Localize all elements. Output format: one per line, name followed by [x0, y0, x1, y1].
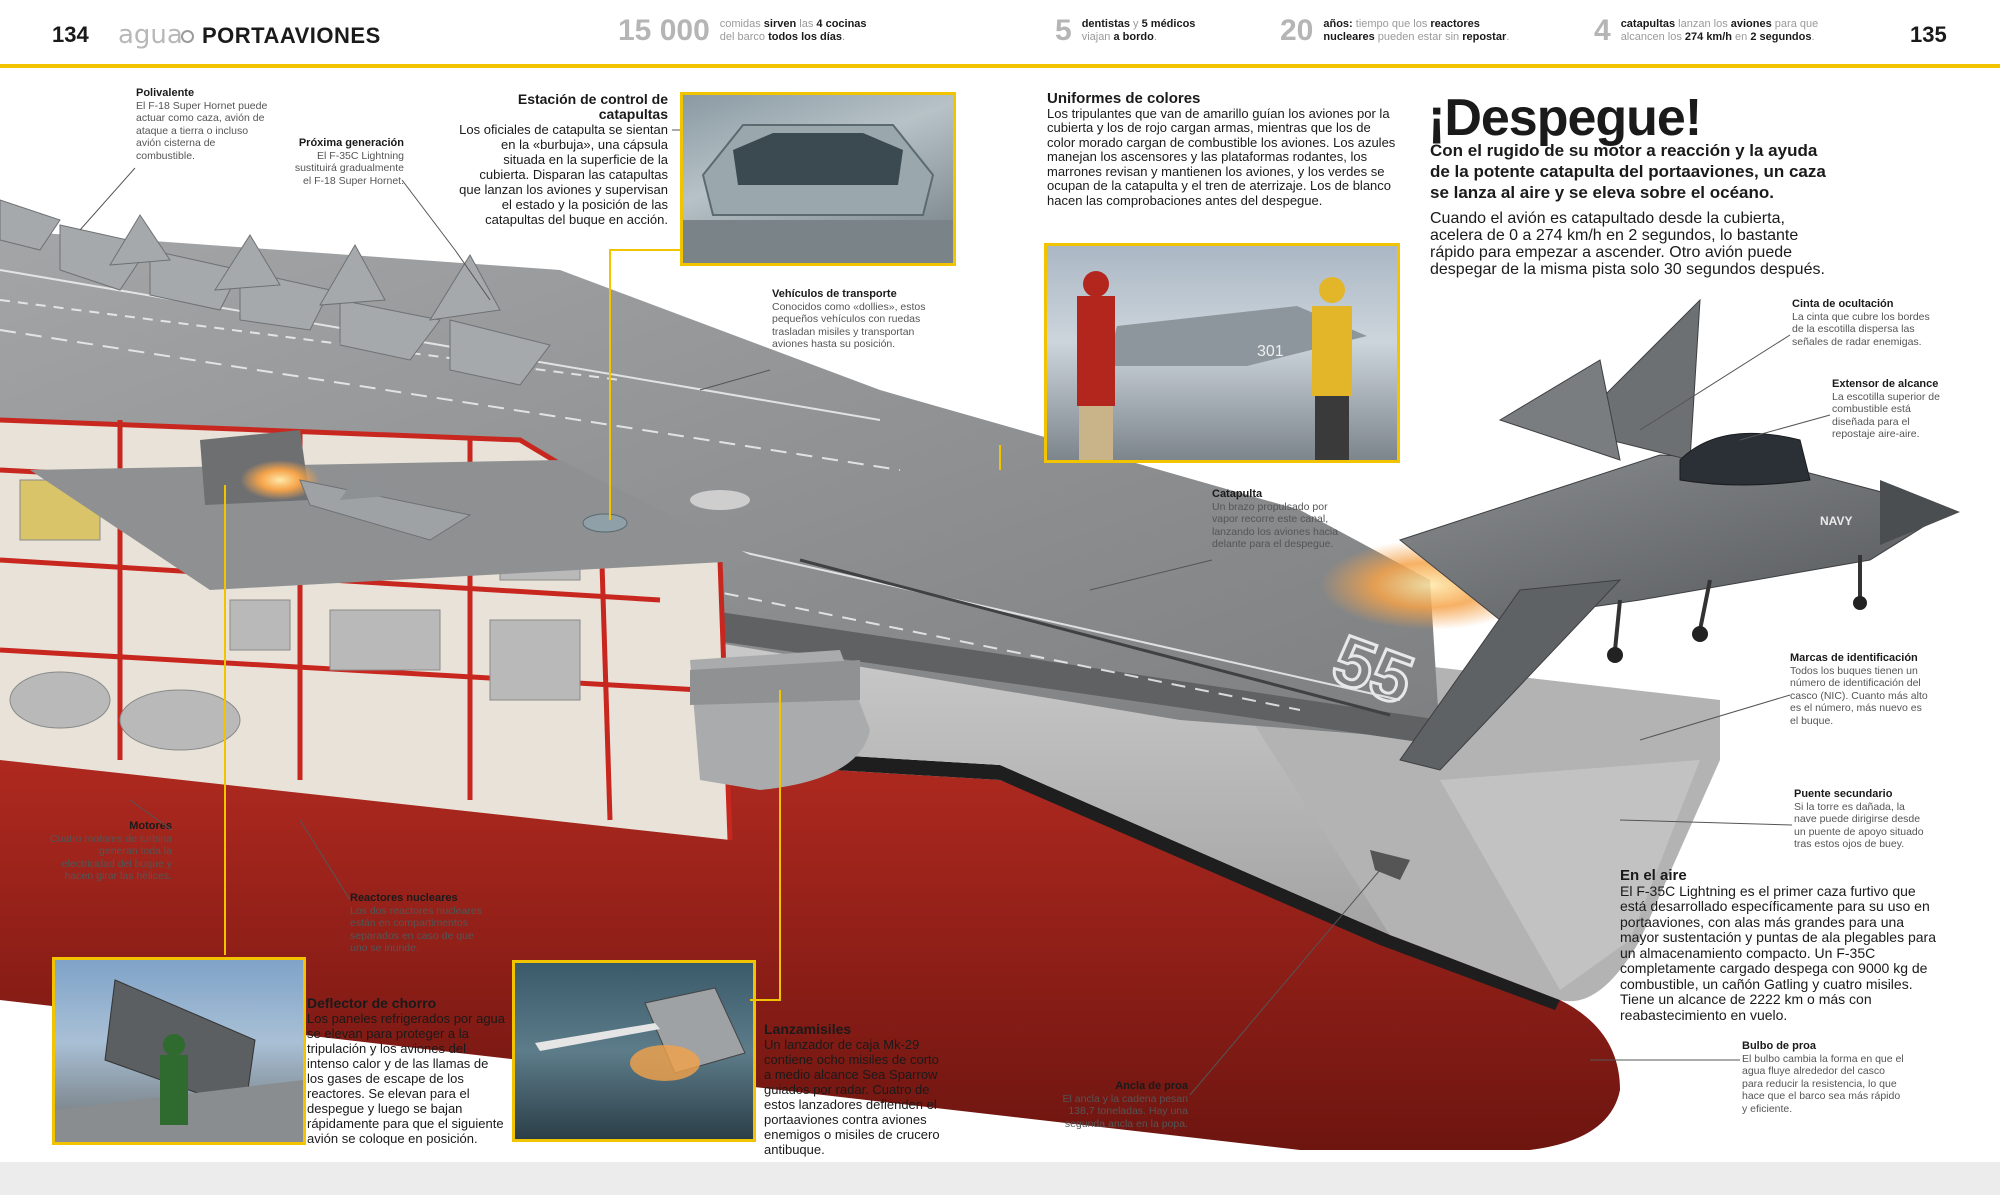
f35-fighter: NAVY [1320, 298, 1960, 771]
jet-blast-deflector-photo [52, 957, 306, 1145]
hangar-fighter [240, 460, 472, 541]
flight-deck [0, 230, 1440, 740]
en-el-aire-text: El F-35C Lightning es el primer caza fur… [1620, 882, 1936, 1023]
uniformes-text: Los tripulantes que van de amarillo guía… [1047, 105, 1396, 208]
right-page-number: 135 [1910, 22, 1947, 47]
deck-edge [640, 600, 1440, 745]
intro-text: Con el rugido de su motor a reacción y l… [1430, 141, 1826, 202]
page-header: 134 agua PORTAAVIONES 15 000 comidas sir… [0, 0, 2000, 68]
left-page-number: 134 [52, 22, 89, 47]
uniformes-box: Uniformes de colores Los tripulantes que… [1047, 90, 1399, 208]
fact-number: 4 [1594, 14, 1611, 47]
aircraft-carrier-illustration: 55 [0, 68, 2000, 1160]
en-el-aire-heading: En el aire [1620, 867, 1687, 884]
uniformes-heading: Uniformes de colores [1047, 90, 1201, 107]
page-title: ¡Despegue! [1428, 89, 1702, 147]
hull-red-section [0, 720, 1620, 1150]
bullet-icon [181, 30, 194, 43]
catapult-track [799, 558, 1391, 717]
body-text: Cuando el avión es catapultado desde la … [1430, 210, 1825, 278]
fact-number: 15 000 [618, 14, 710, 47]
crew-colors-photo: 301 [1044, 243, 1400, 463]
en-el-aire-box: En el aire El F-35C Lightning es el prim… [1620, 868, 1940, 1023]
parked-jets [0, 199, 551, 386]
topic-title: PORTAAVIONES [202, 23, 381, 48]
section-name: agua [118, 20, 183, 50]
fact-number: 5 [1055, 14, 1072, 47]
jet-marking: NAVY [1820, 514, 1852, 528]
fighter-number: 301 [1257, 343, 1284, 360]
catapult-bubble [582, 513, 628, 533]
missile-launcher-photo [512, 960, 756, 1142]
catapult-station-photo [680, 92, 956, 266]
page-footer [0, 1162, 2000, 1195]
fact-catapults: 4 catapultas lanzan los aviones para que… [1594, 14, 1818, 48]
fact-number: 20 [1280, 14, 1314, 47]
bow-anchor [1370, 850, 1410, 880]
